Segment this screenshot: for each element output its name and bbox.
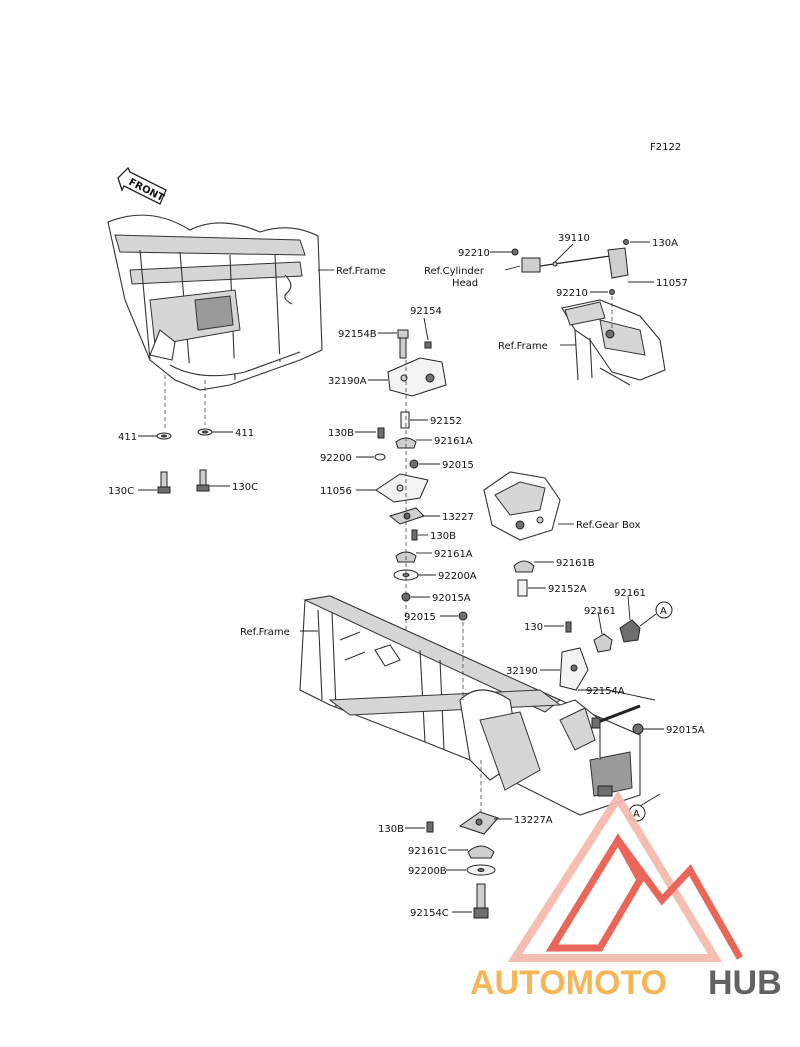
part-92161C-label: 92161C [408, 846, 447, 857]
damper-92161C [467, 845, 495, 859]
part-92161B-label: 92161B [556, 558, 595, 569]
damper-92161-a [593, 633, 613, 653]
part-130A-label: 130A [652, 238, 678, 249]
part-11057-label: 11057 [656, 278, 688, 289]
part-92154-label: 92154 [410, 306, 442, 317]
upper-right-frame-drawing [561, 296, 666, 386]
bolt-92154 [424, 341, 432, 349]
part-92154B-label: 92154B [338, 329, 377, 340]
part-411-right-label: 411 [235, 428, 254, 439]
automotohub-logo: AUTOMOTO HUB [470, 790, 782, 1002]
part-92015-2-label: 92015 [404, 612, 436, 623]
washer-92200B [466, 864, 496, 876]
nut-92015-1 [409, 459, 419, 469]
callout-a-bottom-label: A [633, 809, 640, 820]
bolt-92154C [473, 883, 489, 919]
damper-92161-b [619, 619, 641, 643]
bolt-130B-3 [426, 821, 434, 833]
part-130C-left-label: 130C [108, 486, 134, 497]
part-92154A-label: 92154A [586, 686, 625, 697]
part-11056-label: 11056 [320, 486, 352, 497]
part-92200B-label: 92200B [408, 866, 447, 877]
upper-left-frame-drawing [107, 214, 323, 430]
watermark-part1: AUTOMOTO [470, 964, 667, 1002]
bolt-92154A [591, 704, 641, 729]
part-92161A-2-label: 92161A [434, 549, 473, 560]
ref-cylinder-head-label-2: Head [452, 278, 478, 289]
ref-frame-right-label: Ref.Frame [498, 341, 548, 352]
ref-frame-main-label: Ref.Frame [240, 627, 290, 638]
gear-box-drawing [483, 471, 561, 541]
part-130B-3-label: 130B [378, 824, 404, 835]
part-92200-label: 92200 [320, 453, 352, 464]
ref-gear-box-label: Ref.Gear Box [576, 520, 641, 531]
washer-411-right [197, 428, 213, 436]
nut-92015A-2 [632, 723, 644, 735]
figure-code: F2122 [650, 142, 681, 153]
plate-13227A [458, 811, 499, 835]
collar-92152A [517, 579, 528, 597]
plate-13227 [388, 507, 425, 525]
damper-92161B [513, 560, 535, 573]
bolt-130B-2 [411, 529, 418, 541]
part-92161A-1-label: 92161A [434, 436, 473, 447]
bolt-130B-1 [377, 427, 385, 439]
part-92200A-label: 92200A [438, 571, 477, 582]
nut-92015-2 [458, 611, 468, 621]
part-411-left-label: 411 [118, 432, 137, 443]
part-92015A-2-label: 92015A [666, 725, 705, 736]
part-130B-1-label: 130B [328, 428, 354, 439]
bolt-92154B [397, 329, 409, 359]
part-130C-right-label: 130C [232, 482, 258, 493]
part-39110-label: 39110 [558, 233, 590, 244]
part-92210-top-label: 92210 [458, 248, 490, 259]
part-13227A-label: 13227A [514, 815, 553, 826]
part-13227-label: 13227 [442, 512, 474, 523]
part-130B-2-label: 130B [430, 531, 456, 542]
main-frame-drawing [299, 595, 641, 816]
part-92152-label: 92152 [430, 416, 462, 427]
part-92015-1-label: 92015 [442, 460, 474, 471]
collar-92152 [400, 411, 410, 429]
part-92154C-label: 92154C [410, 908, 449, 919]
bracket-32190 [559, 647, 589, 691]
part-92161-b-label: 92161 [614, 588, 646, 599]
part-130-label: 130 [524, 622, 543, 633]
bracket-32190A [387, 357, 447, 397]
damper-92161A-1 [395, 437, 417, 449]
bolt-130C-left [157, 471, 171, 494]
bracket-11056 [375, 473, 429, 503]
torque-rod-assembly [511, 239, 629, 295]
part-92152A-label: 92152A [548, 584, 587, 595]
part-32190-label: 32190 [506, 666, 538, 677]
ref-cylinder-head-label-1: Ref.Cylinder [424, 266, 485, 277]
bolt-130C-right [196, 469, 210, 492]
washer-92200 [374, 453, 386, 461]
callout-a-top-label: A [660, 606, 667, 617]
front-arrow-icon: FRONT [117, 166, 167, 205]
watermark-part2: HUB [708, 964, 782, 1002]
bolt-130 [565, 621, 572, 633]
part-92210-bottom-label: 92210 [556, 288, 588, 299]
callout-a-top: A [639, 601, 673, 627]
part-92161-a-label: 92161 [584, 606, 616, 617]
washer-411-left [156, 432, 172, 440]
part-32190A-label: 32190A [328, 376, 367, 387]
part-92015A-1-label: 92015A [432, 593, 471, 604]
ref-frame-top-label: Ref.Frame [336, 266, 386, 277]
